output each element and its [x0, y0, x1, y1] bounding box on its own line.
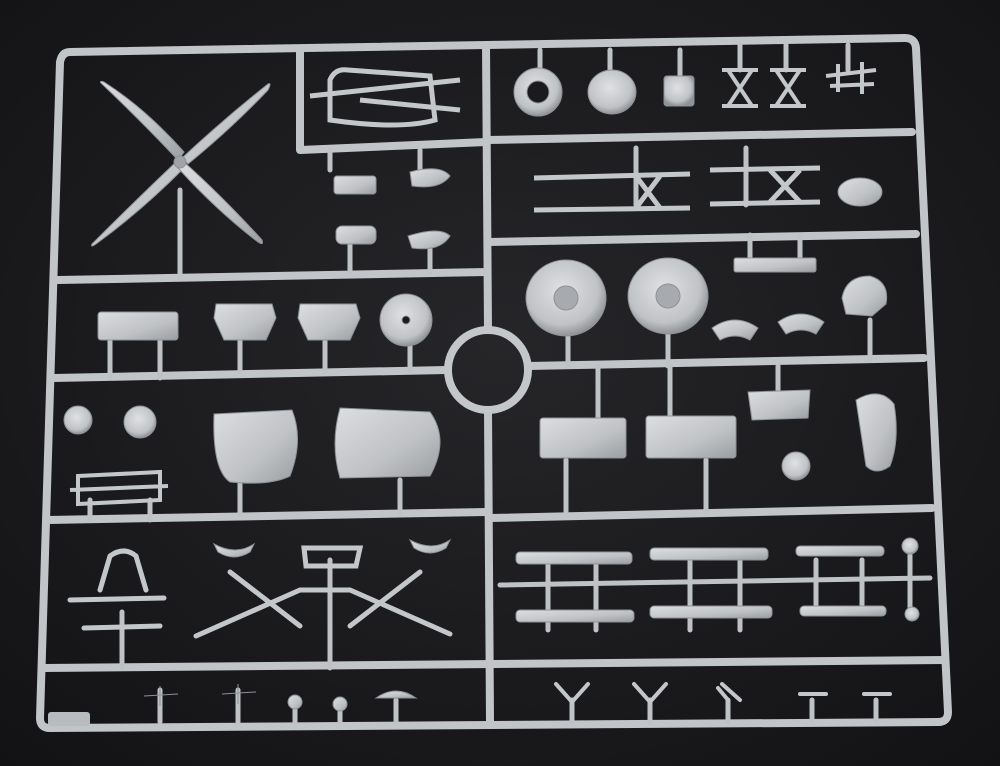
rods-upper-right [533, 165, 821, 213]
landing-gear [67, 545, 453, 639]
engine-blocks [539, 393, 897, 481]
small-wheels-left [63, 405, 157, 439]
sprue-frame [36, 34, 952, 732]
wheel-covers [711, 275, 888, 421]
tail-wheels [513, 67, 695, 117]
frame-left [69, 469, 169, 507]
main-wheels [525, 257, 709, 337]
engine-detail-small [733, 177, 883, 273]
small-parts-upper-left [333, 168, 451, 250]
cockpit-frame [309, 67, 461, 128]
engine-cowlings [213, 407, 441, 484]
small-struts-top [722, 62, 877, 108]
small-parts-bottom-left [143, 538, 452, 712]
small-parts-bottom-right [554, 682, 892, 706]
sprue-ring [444, 326, 532, 414]
sprue-tag [48, 712, 90, 726]
propeller [91, 80, 271, 247]
parts-mid-left [97, 293, 433, 347]
exhaust-stacks [515, 537, 920, 623]
